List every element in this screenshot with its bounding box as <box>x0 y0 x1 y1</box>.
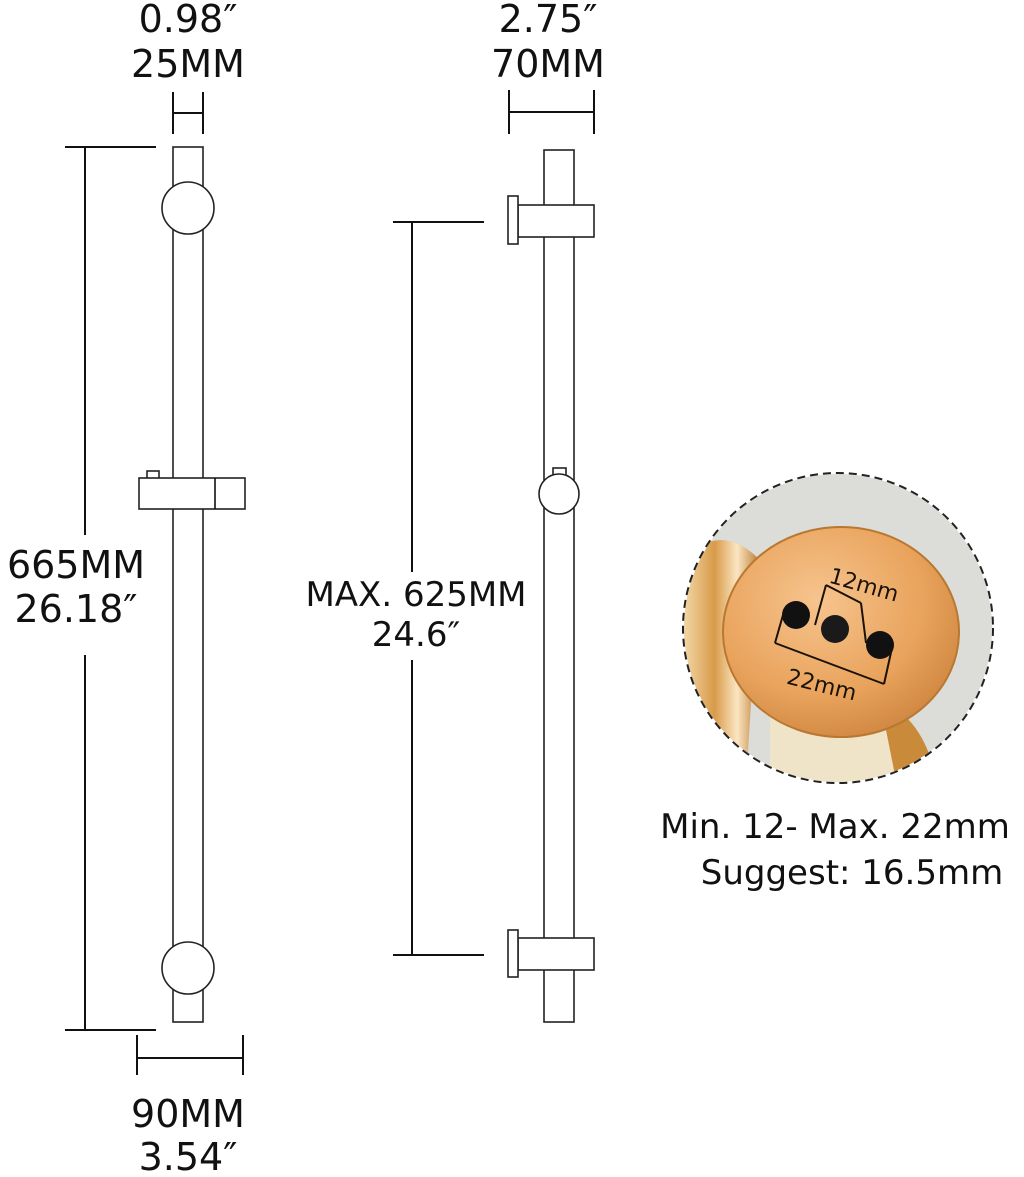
rail-bar <box>172 146 204 1023</box>
depth-inch-label: 3.54″ <box>139 1135 238 1177</box>
width-dimension-right: 2.75″ 70MM <box>491 0 605 134</box>
screw-hole-right <box>866 631 894 659</box>
height-inch-label: 26.18″ <box>15 587 138 631</box>
screw-hole-left <box>782 601 810 629</box>
depth-mm-label: 90MM <box>131 1092 245 1136</box>
hole-range-text: Min. 12- Max. 22mm <box>660 807 1010 847</box>
width-mm-label: 25MM <box>131 42 245 86</box>
spacing-inch-label: 24.6″ <box>372 615 460 655</box>
width-inch-label: 0.98″ <box>139 0 238 41</box>
slider-holder <box>138 477 246 510</box>
screw-hole-center <box>821 615 849 643</box>
width-mm-label: 70MM <box>491 42 605 86</box>
bracket-plate-bottom <box>507 929 519 978</box>
right-rail-view: 2.75″ 70MM MAX. 625MM 24.6″ <box>305 0 605 1023</box>
mounting-hole-detail: 12mm 22mm Min. 12- Max. 22mm Suggest: 16… <box>660 472 1010 893</box>
bracket-bottom <box>517 937 595 971</box>
bracket-plate-top <box>507 195 519 245</box>
width-dimension-left: 0.98″ 25MM <box>131 0 245 134</box>
suggested-spacing-text: Suggest: 16.5mm <box>701 853 1003 893</box>
left-rail-view: 0.98″ 25MM 665MM 26.18″ 90MM 3.54″ <box>7 0 246 1177</box>
wall-mount-top <box>161 181 215 235</box>
depth-dimension: 90MM 3.54″ <box>131 1035 245 1177</box>
bracket-spacing-dimension: MAX. 625MM 24.6″ <box>305 221 527 956</box>
slider-knob <box>538 473 580 515</box>
bracket-top <box>517 204 595 238</box>
wall-mount-bottom <box>161 941 215 995</box>
width-inch-label: 2.75″ <box>499 0 598 41</box>
height-mm-label: 665MM <box>7 543 145 587</box>
height-dimension: 665MM 26.18″ <box>7 146 156 1031</box>
detail-dashed-outline <box>682 472 994 784</box>
rail-bar <box>543 149 575 1023</box>
spacing-mm-label: MAX. 625MM <box>305 575 526 615</box>
